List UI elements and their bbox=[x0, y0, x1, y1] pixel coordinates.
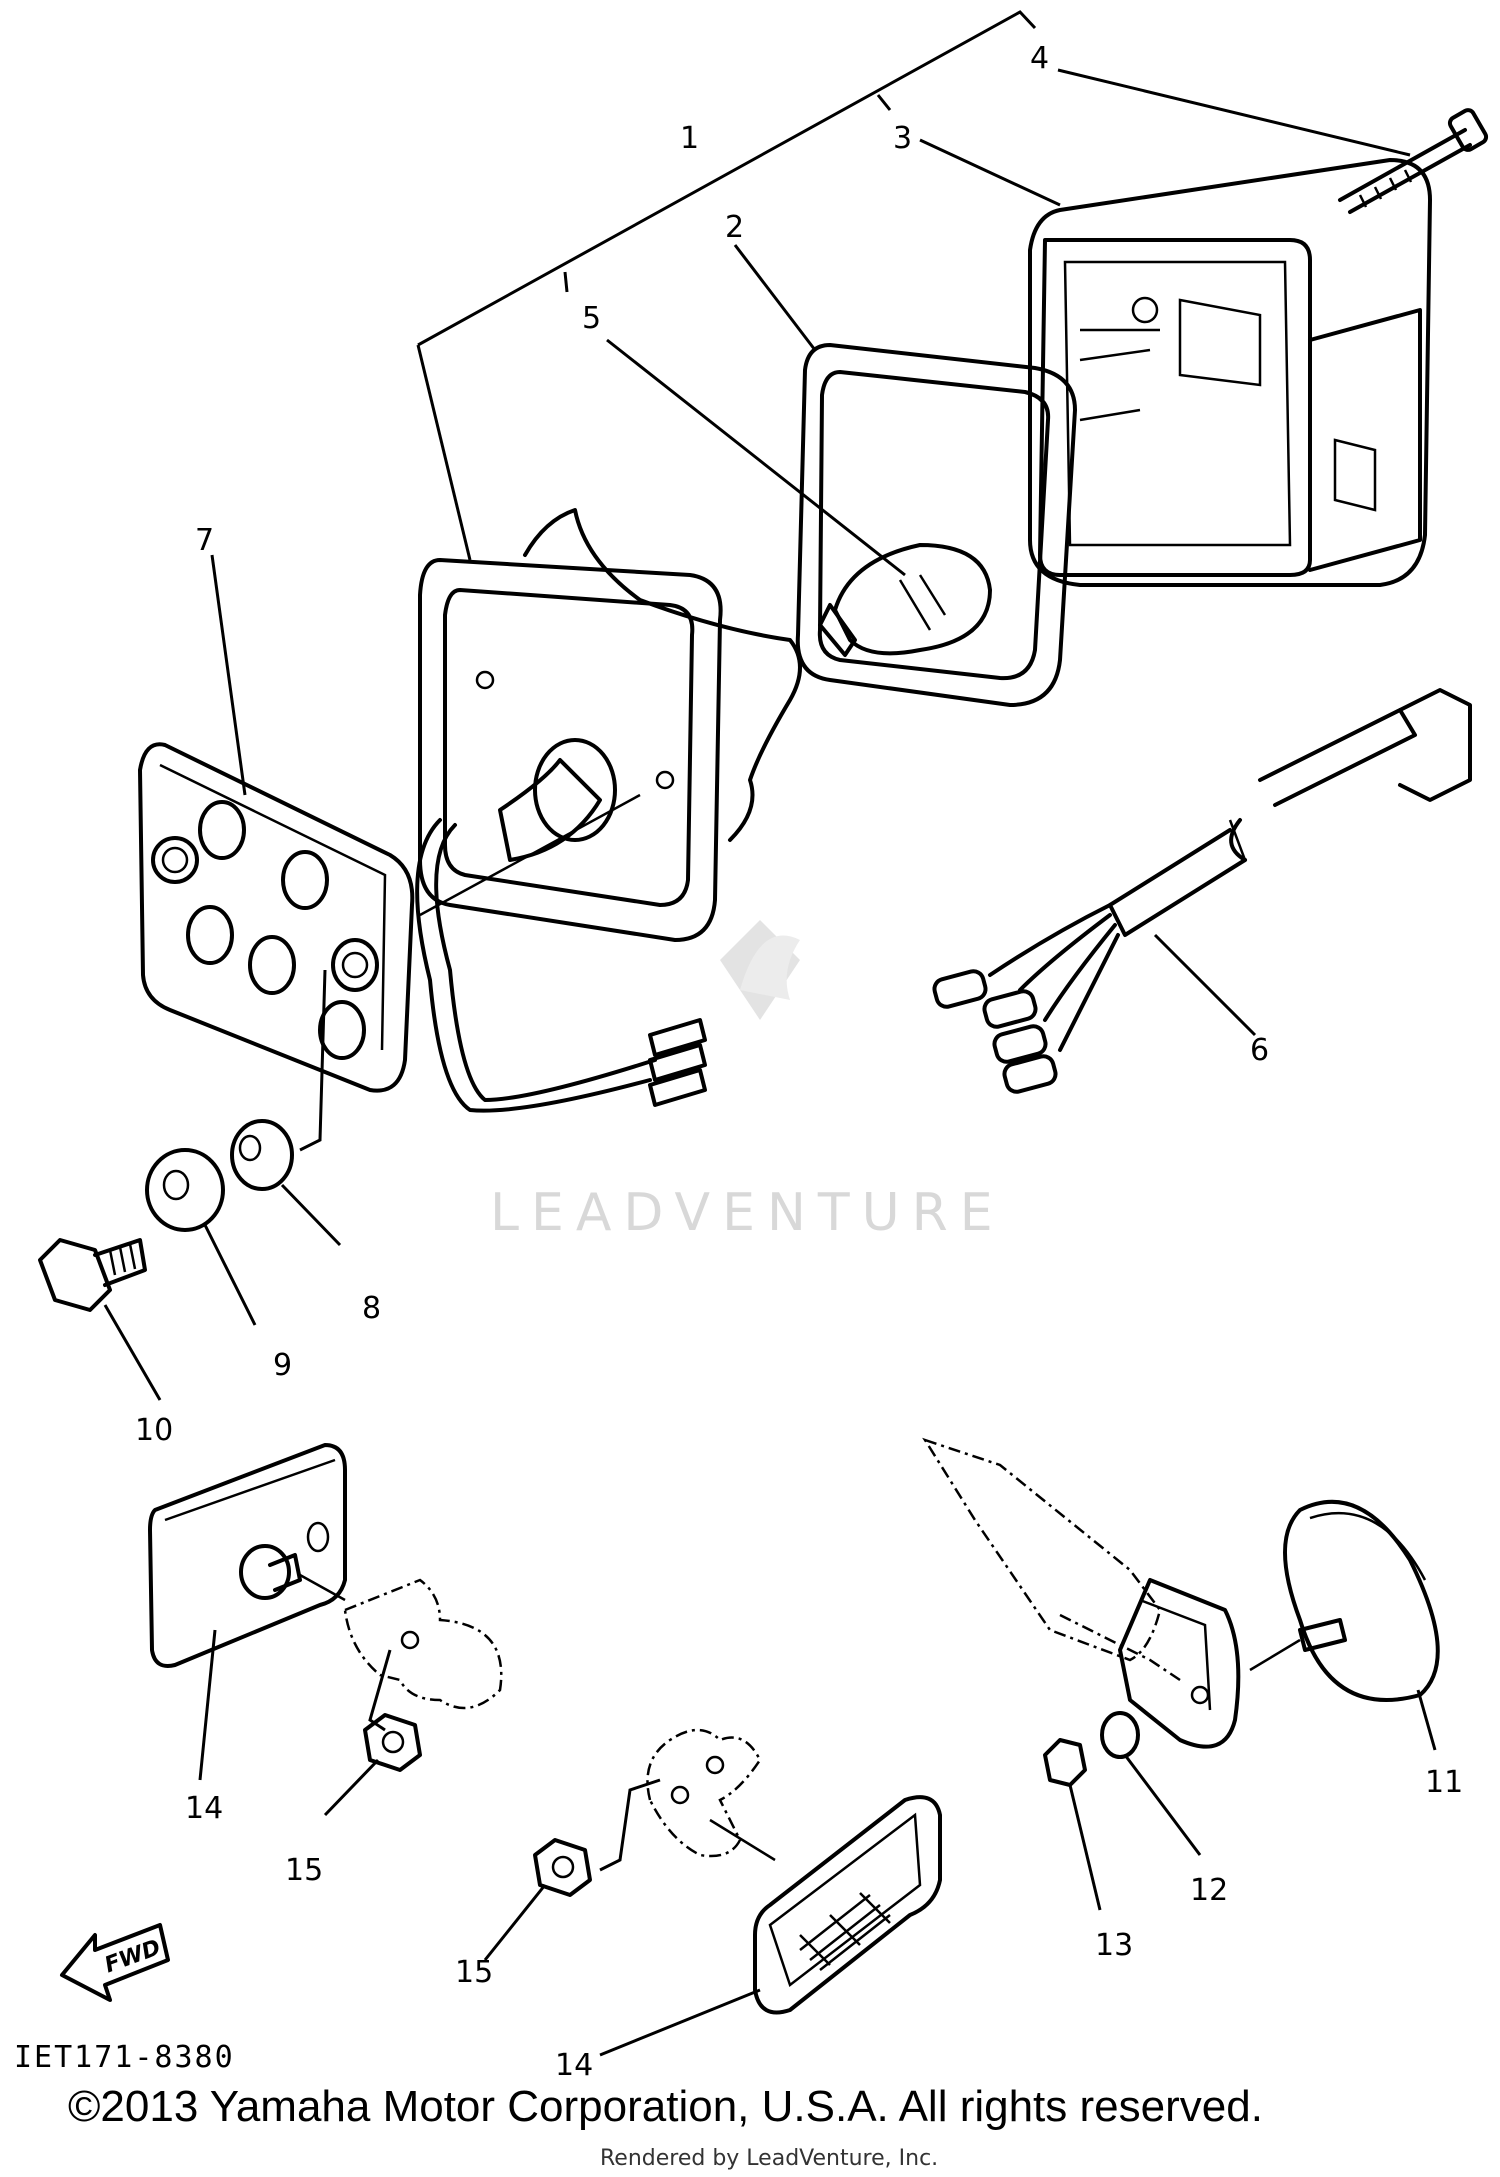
callout-9: 9 bbox=[273, 1348, 292, 1383]
callout-6: 6 bbox=[1250, 1033, 1269, 1068]
callout-labels: 1 2 3 4 5 6 7 8 9 10 11 12 13 14 15 14 1… bbox=[135, 41, 1463, 2083]
callout-11: 11 bbox=[1425, 1765, 1463, 1800]
part-9-washer bbox=[145, 1148, 225, 1232]
part-4-screw bbox=[1338, 108, 1489, 214]
part-3-lens-housing bbox=[1028, 158, 1432, 587]
callout-2: 2 bbox=[725, 210, 744, 245]
callout-10: 10 bbox=[135, 1413, 173, 1448]
diagram-code: IET171-8380 bbox=[14, 2040, 235, 2075]
watermark: LEADVENTURE bbox=[490, 920, 1005, 1243]
part-13-nut bbox=[1043, 1738, 1087, 1787]
bracket-upper bbox=[343, 1578, 503, 1732]
callout-15-upper: 15 bbox=[285, 1853, 323, 1888]
part-14-reflector-upper bbox=[148, 1443, 347, 1668]
fwd-arrow-icon: FWD bbox=[60, 1923, 170, 2002]
part-5-bulb bbox=[818, 543, 992, 657]
bracket-lower bbox=[599, 1728, 776, 1872]
callout-15-lower: 15 bbox=[455, 1955, 493, 1990]
part-7-cover-plate bbox=[138, 742, 415, 1093]
part-11-reflector-disc bbox=[1283, 1499, 1440, 1702]
callout-8: 8 bbox=[362, 1291, 381, 1326]
part-15-nut-upper bbox=[363, 1713, 422, 1772]
callout-4: 4 bbox=[1030, 41, 1049, 76]
part-1-base-housing bbox=[415, 508, 802, 1113]
part-6-wire-harness bbox=[932, 688, 1472, 1094]
callout-5: 5 bbox=[582, 301, 601, 336]
part-8-grommet bbox=[230, 1119, 294, 1191]
part-10-bolt bbox=[38, 1238, 147, 1312]
part-14-reflector-lower bbox=[753, 1795, 942, 2015]
part-12-washer bbox=[1100, 1711, 1140, 1759]
part-2-gasket bbox=[795, 343, 1077, 707]
callout-14-lower: 14 bbox=[555, 2048, 593, 2083]
callout-12: 12 bbox=[1190, 1873, 1228, 1908]
callout-7: 7 bbox=[195, 523, 214, 558]
callout-1: 1 bbox=[680, 121, 699, 156]
reflector-bracket bbox=[922, 1437, 1301, 1749]
callout-14-upper: 14 bbox=[185, 1791, 223, 1826]
assembly-bracket bbox=[416, 10, 1037, 561]
part-15-nut-lower bbox=[533, 1838, 592, 1897]
callout-13: 13 bbox=[1095, 1928, 1133, 1963]
watermark-text: LEADVENTURE bbox=[490, 1183, 1005, 1243]
callout-leaders bbox=[103, 68, 1437, 2057]
callout-3: 3 bbox=[893, 121, 912, 156]
leader-7-8 bbox=[299, 969, 327, 1152]
rendered-by-credit: Rendered by LeadVenture, Inc. bbox=[600, 2146, 939, 2171]
copyright-notice: ©2013 Yamaha Motor Corporation, U.S.A. A… bbox=[68, 2082, 1263, 2131]
